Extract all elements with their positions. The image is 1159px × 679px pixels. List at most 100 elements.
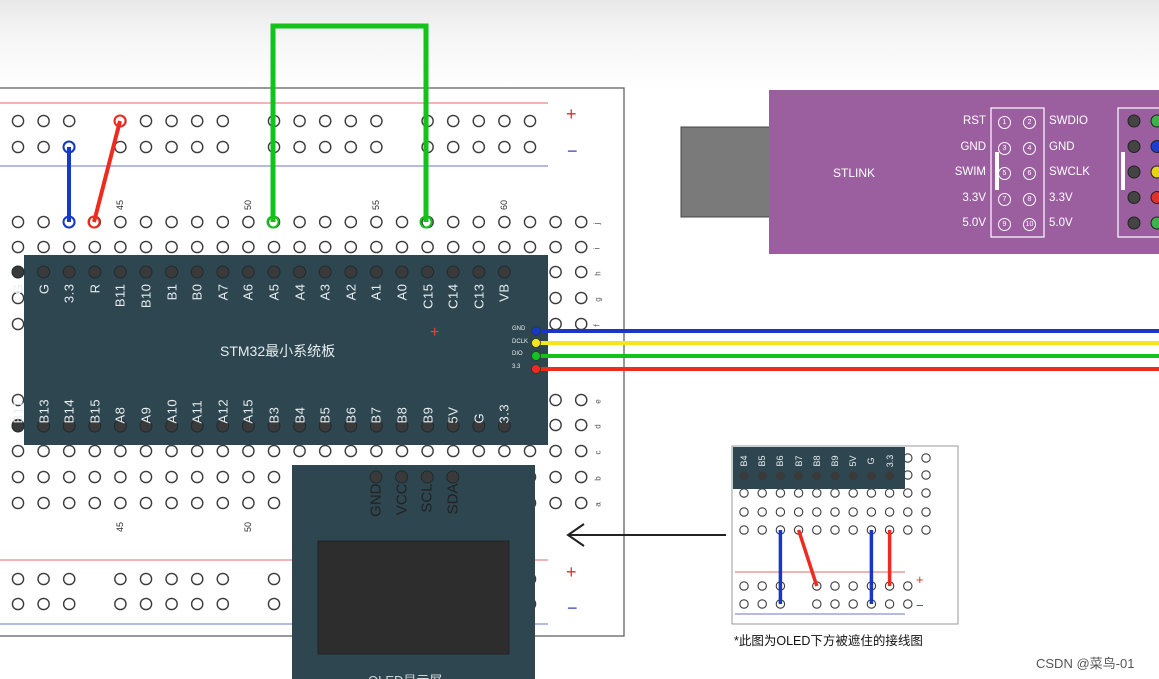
board-pin <box>37 419 51 433</box>
stlink-pin-number: 4 <box>1023 141 1036 155</box>
breadboard-hole <box>190 496 204 510</box>
wire-end <box>113 114 127 128</box>
breadboard-hole <box>446 215 460 229</box>
board-pin-label: B9 <box>420 406 436 424</box>
breadboard-hole <box>395 215 409 229</box>
wire-green <box>270 23 429 222</box>
row-letter: c <box>593 450 603 455</box>
breadboard-hole <box>88 496 102 510</box>
inset-hole <box>812 525 822 535</box>
breadboard-hole <box>395 444 409 458</box>
oled-pin <box>395 470 409 484</box>
rail-hole <box>216 140 230 154</box>
board-pin <box>139 419 153 433</box>
row-letter: i <box>592 247 602 250</box>
rail-hole <box>11 140 25 154</box>
rail-hole <box>216 597 230 611</box>
stlink-pin-number: 3 <box>998 141 1011 155</box>
inset-hole <box>921 525 931 535</box>
breadboard-hole <box>242 470 255 484</box>
board-pin-label: C15 <box>420 283 436 309</box>
breadboard-hole <box>267 240 281 254</box>
breadboard-hole <box>37 240 50 254</box>
inset-hole <box>757 581 767 591</box>
breadboard-hole <box>11 240 25 254</box>
inset-hole <box>884 599 895 609</box>
breadboard-hole <box>190 215 204 229</box>
breadboard-hole <box>472 215 486 229</box>
rail-hole <box>267 597 281 611</box>
breadboard-hole <box>62 496 76 510</box>
board-pin <box>37 265 51 279</box>
breadboard-hole <box>242 240 255 254</box>
row-letter: g <box>593 297 603 302</box>
breadboard-hole <box>370 444 383 458</box>
board-pin <box>395 265 409 279</box>
oled-pin <box>446 470 460 484</box>
board-pin <box>472 419 486 433</box>
oled-pin <box>369 470 383 484</box>
board-pin <box>318 419 332 433</box>
inset-hole <box>739 581 749 591</box>
oled-pin <box>420 470 434 484</box>
inset-board-pin <box>830 471 840 481</box>
inset-hole <box>757 525 767 535</box>
inset-board-pin <box>866 471 876 481</box>
board-pin <box>344 419 358 433</box>
breadboard-hole <box>242 215 255 229</box>
breadboard-hole <box>165 240 178 254</box>
breadboard-hole <box>11 470 25 484</box>
board-pin <box>190 265 204 279</box>
rail-hole <box>37 140 50 154</box>
breadboard-hole <box>549 444 562 458</box>
breadboard-hole <box>139 470 153 484</box>
breadboard-hole <box>574 444 588 458</box>
rail-hole <box>114 572 127 586</box>
rail-plus: + <box>566 104 577 124</box>
rail-plus: + <box>566 562 577 582</box>
watermark: CSDN @菜鸟-01 <box>1036 656 1135 671</box>
oled-screen <box>317 540 510 655</box>
breadboard-hole <box>318 215 332 229</box>
board-pin-label: B8 <box>394 406 410 424</box>
breadboard-hole <box>498 215 511 229</box>
column-number: 50 <box>243 521 254 533</box>
board-pin-label: B15 <box>87 398 103 424</box>
inset-hole <box>903 488 913 498</box>
board-swd-label: GND <box>512 326 526 332</box>
board-pin-label: B0 <box>189 283 205 301</box>
inset-hole <box>757 507 767 517</box>
board-pin <box>139 265 153 279</box>
inset-pin-label: B7 <box>793 455 804 467</box>
rail-hole <box>344 140 358 154</box>
board-pin <box>497 265 511 279</box>
wire-end <box>62 215 76 229</box>
inset-hole <box>848 581 858 591</box>
stlink-connector <box>1117 107 1159 238</box>
board-pin <box>216 419 230 433</box>
inset-hole <box>903 599 913 609</box>
rail-hole <box>472 114 486 128</box>
inset-caption: *此图为OLED下方被遮住的接线图 <box>734 634 923 648</box>
column-number: 50 <box>243 199 254 211</box>
row-letter: f <box>592 324 602 327</box>
oled-pin-label: SCL <box>418 483 436 513</box>
inset-wire-red <box>796 529 819 587</box>
inset-hole <box>739 599 749 609</box>
breadboard-hole <box>498 444 511 458</box>
breadboard-hole <box>446 444 460 458</box>
wire-end <box>531 326 541 336</box>
oled-label: OLED显示屏 <box>368 670 442 679</box>
inset-pin-label: B4 <box>739 455 749 467</box>
breadboard-hole <box>37 444 50 458</box>
breadboard-hole <box>472 444 486 458</box>
stlink-right-label: SWCLK <box>1049 166 1090 178</box>
rail-hole <box>190 140 204 154</box>
rail-hole <box>293 114 306 128</box>
inset-hole <box>775 488 786 498</box>
board-pin-label: G <box>36 283 52 295</box>
breadboard-hole <box>267 444 281 458</box>
breadboard-hole <box>549 240 562 254</box>
board-pin-label: A4 <box>292 283 308 301</box>
inset-hole <box>739 488 749 498</box>
